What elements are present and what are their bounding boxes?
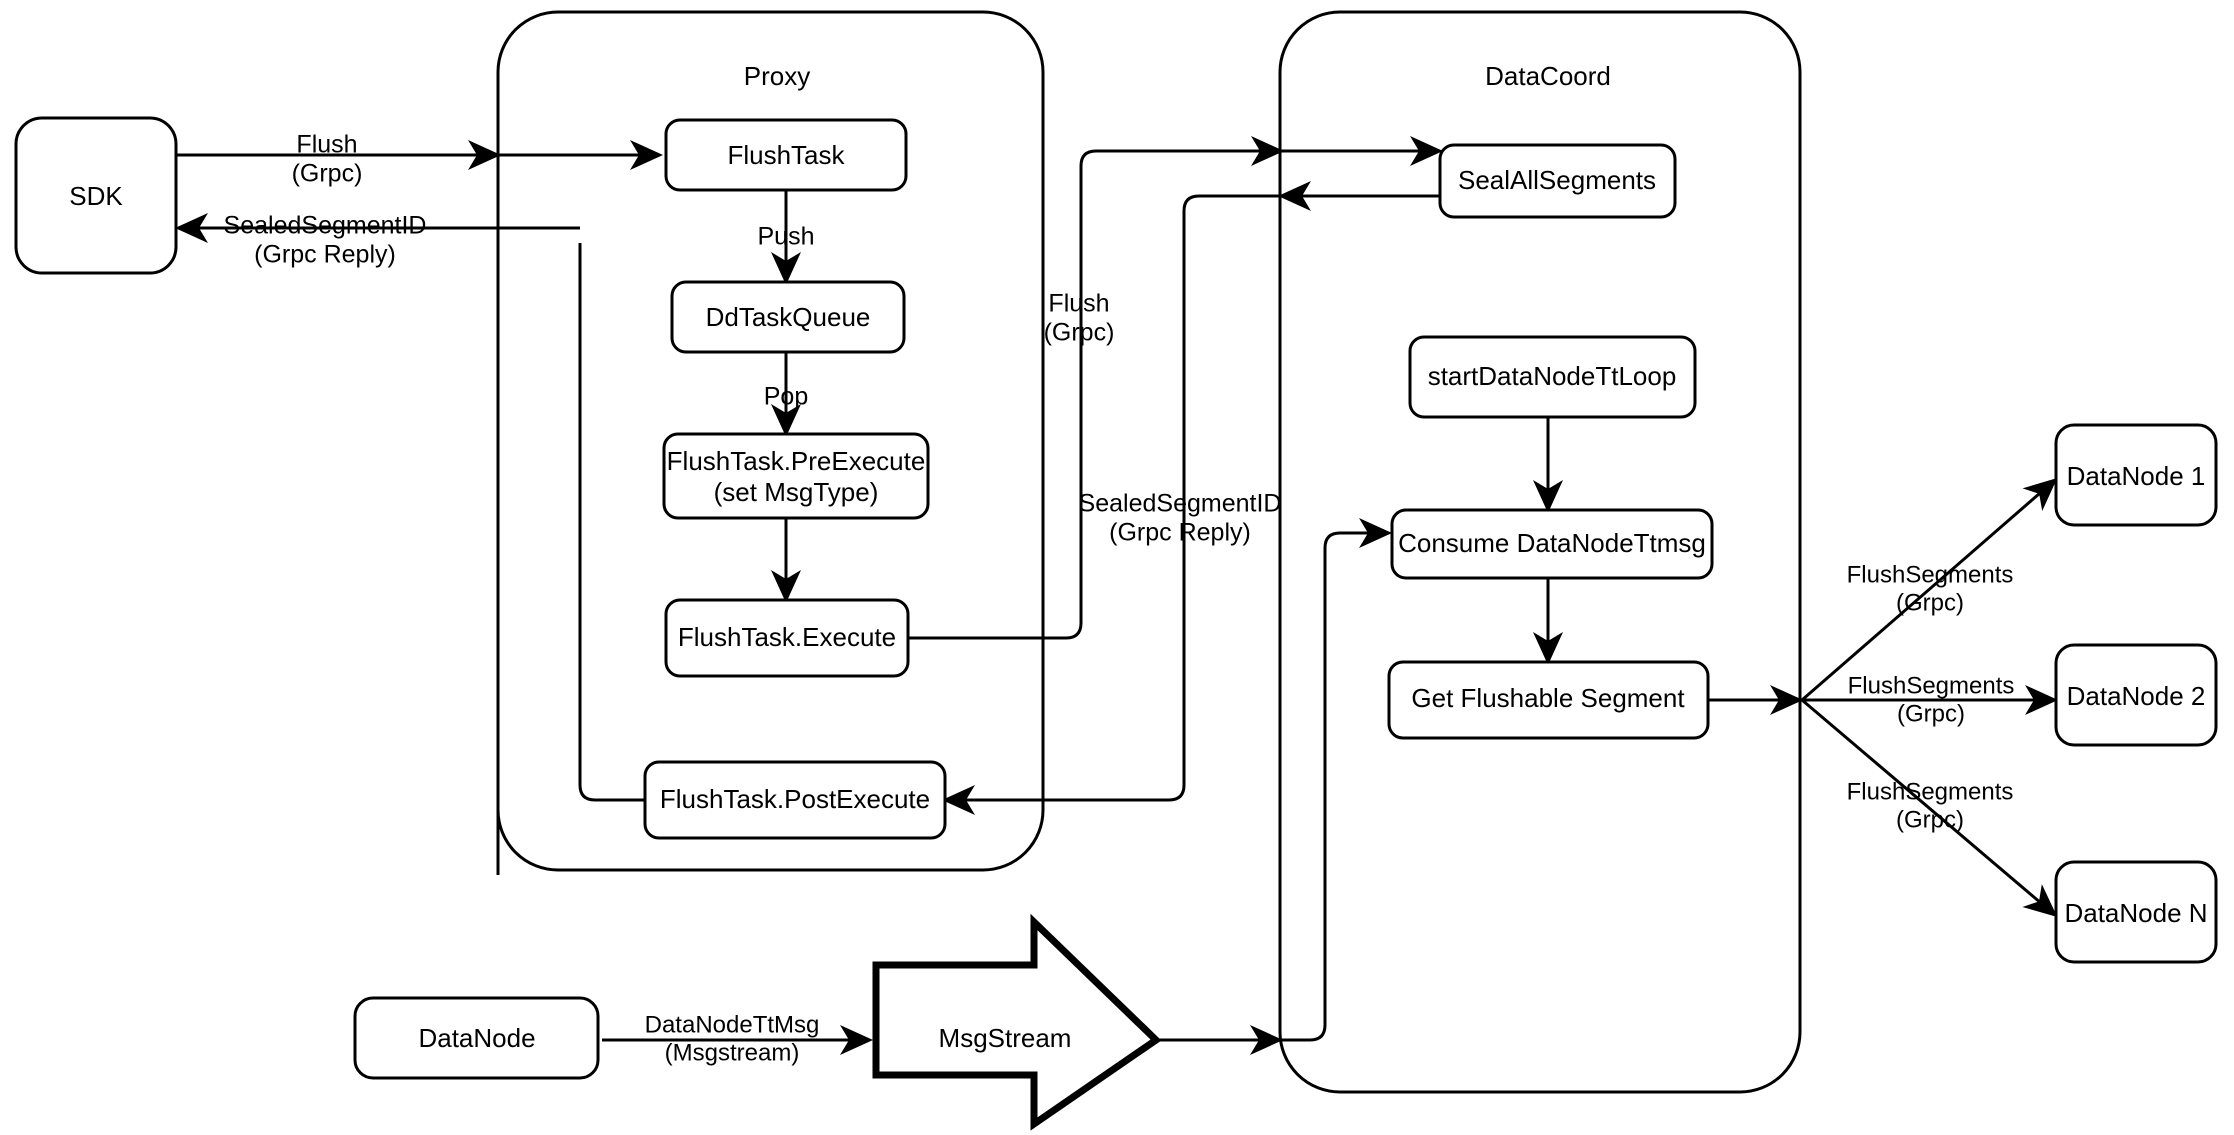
sealallsegments-label: SealAllSegments bbox=[1458, 165, 1656, 195]
postexecute-box[interactable] bbox=[643, 760, 947, 840]
edge-label-flush-grpc-sdk: Flush (Grpc) bbox=[292, 131, 363, 188]
flushsegments-n-line1: FlushSegments bbox=[1847, 778, 2014, 805]
proxy-container-label: Proxy bbox=[744, 61, 810, 91]
flushsegments-2-line1: FlushSegments bbox=[1848, 672, 2015, 699]
ddtaskqueue-label: DdTaskQueue bbox=[706, 302, 871, 332]
edge-label-datanode-ttmsg: DataNodeTtMsg (Msgstream) bbox=[645, 1011, 820, 1066]
flush-grpc-coord-line1: Flush bbox=[1048, 290, 1109, 318]
node-datanode-n[interactable]: DataNode N bbox=[2054, 860, 2218, 964]
edge-coord-reply-to-postexecute bbox=[942, 194, 1281, 815]
edge-execute-to-sealallsegments bbox=[908, 136, 1284, 640]
node-ddtaskqueue[interactable]: DdTaskQueue bbox=[670, 280, 906, 354]
sealallsegments-box[interactable] bbox=[1438, 143, 1677, 219]
edge-fanout-to-datanode-1 bbox=[1801, 478, 2058, 702]
edge-label-flushsegments-2: FlushSegments (Grpc) bbox=[1848, 672, 2015, 727]
node-flushtask-preexecute[interactable]: FlushTask.PreExecute (set MsgType) bbox=[662, 432, 930, 520]
datacoord-container-label: DataCoord bbox=[1485, 61, 1611, 91]
flush-grpc-sdk-line1: Flush bbox=[296, 131, 357, 159]
preexecute-label-line1: FlushTask.PreExecute bbox=[667, 446, 926, 476]
sealedsegmentid-sdk-line1: SealedSegmentID bbox=[224, 212, 427, 240]
get-flushable-segment-label: Get Flushable Segment bbox=[1411, 683, 1685, 713]
datacoord-container-outline bbox=[1278, 10, 1802, 1094]
start-tt-loop-label: startDataNodeTtLoop bbox=[1428, 361, 1677, 391]
datanode-ttmsg-line1: DataNodeTtMsg bbox=[645, 1011, 820, 1038]
sdk-box[interactable] bbox=[14, 116, 178, 275]
node-start-datanode-tt-loop[interactable]: startDataNodeTtLoop bbox=[1408, 335, 1697, 419]
datanode-n-box[interactable] bbox=[2054, 860, 2218, 964]
consume-ttmsg-box[interactable] bbox=[1390, 508, 1714, 580]
container-datacoord: DataCoord bbox=[1278, 10, 1802, 1094]
datanode-1-label: DataNode 1 bbox=[2067, 461, 2206, 491]
node-flushtask-postexecute[interactable]: FlushTask.PostExecute bbox=[643, 760, 947, 840]
edge-label-push: Push bbox=[758, 223, 815, 251]
node-get-flushable-segment[interactable]: Get Flushable Segment bbox=[1387, 660, 1710, 740]
preexecute-box[interactable] bbox=[662, 432, 930, 520]
flushtask-label: FlushTask bbox=[727, 140, 845, 170]
flushsegments-n-line2: (Grpc) bbox=[1896, 806, 1964, 833]
node-flushtask-execute[interactable]: FlushTask.Execute bbox=[664, 598, 910, 678]
edge-label-flushsegments-n: FlushSegments (Grpc) bbox=[1847, 778, 2014, 833]
datanode-source-label: DataNode bbox=[418, 1023, 535, 1053]
msgstream-arrow-shape[interactable] bbox=[872, 913, 1162, 1131]
flush-grpc-sdk-line2: (Grpc) bbox=[292, 160, 363, 188]
datanode-2-label: DataNode 2 bbox=[2067, 681, 2206, 711]
sealedsegmentid-sdk-line2: (Grpc Reply) bbox=[254, 241, 396, 269]
msgstream-label: MsgStream bbox=[939, 1023, 1072, 1053]
sealedsegmentid-coord-line2: (Grpc Reply) bbox=[1109, 519, 1251, 547]
edge-fanout-to-datanode-n bbox=[1801, 698, 2058, 917]
node-datanode-2[interactable]: DataNode 2 bbox=[2054, 643, 2218, 747]
flushsegments-1-line1: FlushSegments bbox=[1847, 561, 2014, 588]
edge-postexecute-to-sdk-rail bbox=[578, 243, 645, 802]
datanode-2-box[interactable] bbox=[2054, 643, 2218, 747]
execute-label: FlushTask.Execute bbox=[678, 622, 896, 652]
node-sealallsegments[interactable]: SealAllSegments bbox=[1438, 143, 1677, 219]
datanode-n-label: DataNode N bbox=[2064, 898, 2207, 928]
node-flushtask[interactable]: FlushTask bbox=[664, 118, 908, 192]
datanode-1-box[interactable] bbox=[2054, 423, 2218, 527]
node-msgstream[interactable]: MsgStream bbox=[872, 913, 1162, 1131]
ddtaskqueue-box[interactable] bbox=[670, 280, 906, 354]
edge-label-sealedsegmentid-sdk: SealedSegmentID (Grpc Reply) bbox=[224, 212, 427, 269]
flushtask-box[interactable] bbox=[664, 118, 908, 192]
flushsegments-1-line2: (Grpc) bbox=[1896, 589, 1964, 616]
edge-label-flush-grpc-coord: Flush (Grpc) bbox=[1044, 290, 1115, 347]
datanode-ttmsg-line2: (Msgstream) bbox=[665, 1039, 800, 1066]
sealedsegmentid-coord-line1: SealedSegmentID bbox=[1079, 490, 1282, 518]
sdk-label: SDK bbox=[69, 181, 123, 211]
node-datanode-1[interactable]: DataNode 1 bbox=[2054, 423, 2218, 527]
edge-label-flushsegments-1: FlushSegments (Grpc) bbox=[1847, 561, 2014, 616]
flush-grpc-coord-line2: (Grpc) bbox=[1044, 319, 1115, 347]
edge-msgstream-rail-to-consume bbox=[1280, 518, 1392, 1042]
execute-box[interactable] bbox=[664, 598, 910, 678]
preexecute-label-line2: (set MsgType) bbox=[714, 477, 879, 507]
get-flushable-segment-box[interactable] bbox=[1387, 660, 1710, 740]
node-datanode-source[interactable]: DataNode bbox=[353, 996, 600, 1080]
flushsegments-2-line2: (Grpc) bbox=[1897, 700, 1965, 727]
datanode-source-box[interactable] bbox=[353, 996, 600, 1080]
edge-label-sealedsegmentid-coord: SealedSegmentID (Grpc Reply) bbox=[1079, 490, 1282, 547]
edge-label-pop: Pop bbox=[764, 383, 808, 411]
start-tt-loop-box[interactable] bbox=[1408, 335, 1697, 419]
postexecute-label: FlushTask.PostExecute bbox=[660, 784, 930, 814]
node-consume-datanode-ttmsg[interactable]: Consume DataNodeTtmsg bbox=[1390, 508, 1714, 580]
consume-ttmsg-label: Consume DataNodeTtmsg bbox=[1398, 528, 1706, 558]
node-sdk[interactable]: SDK bbox=[14, 116, 178, 275]
